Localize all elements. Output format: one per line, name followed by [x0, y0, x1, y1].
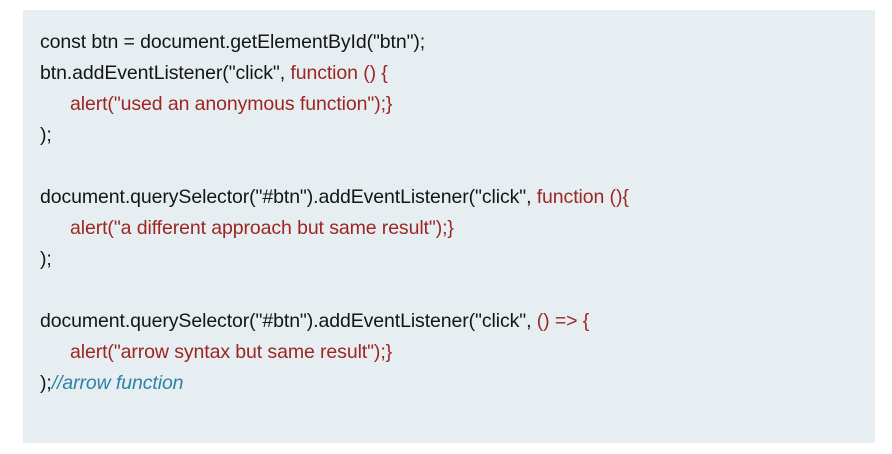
code-snippet-panel: const btn = document.getElementById("btn… [23, 10, 875, 443]
code-line-list: const btn = document.getElementById("btn… [40, 27, 875, 399]
code-token-plain: ); [40, 372, 52, 394]
code-token-plain: ); [40, 124, 52, 146]
code-token-plain: btn.addEventListener("click", [40, 62, 291, 84]
code-line: alert("used an anonymous function");} [40, 89, 875, 120]
code-line: alert("a different approach but same res… [40, 213, 875, 244]
code-line: document.querySelector("#btn").addEventL… [40, 306, 875, 337]
code-token-plain: const btn = document.getElementById("btn… [40, 31, 426, 53]
code-token-red: function (){ [536, 186, 629, 208]
code-token-red: alert("arrow syntax but same result");} [70, 341, 393, 363]
code-token-plain: ); [40, 248, 52, 270]
code-line: const btn = document.getElementById("btn… [40, 27, 875, 58]
code-token-plain: document.querySelector("#btn").addEventL… [40, 310, 537, 332]
code-token-red: alert("used an anonymous function");} [70, 93, 393, 115]
code-line-blank [40, 275, 875, 306]
code-token-comment: //arrow function [51, 372, 184, 394]
code-token-plain: document.querySelector("#btn").addEventL… [40, 186, 537, 208]
code-token-red: alert("a different approach but same res… [70, 217, 454, 239]
code-token-red: () => { [536, 310, 590, 332]
code-line-blank [40, 151, 875, 182]
code-line: ); [40, 120, 875, 151]
code-line: alert("arrow syntax but same result");} [40, 337, 875, 368]
code-line: );//arrow function [40, 368, 875, 399]
code-token-red: function () { [290, 62, 388, 84]
code-line: btn.addEventListener("click", function (… [40, 58, 875, 89]
code-line: document.querySelector("#btn").addEventL… [40, 182, 875, 213]
code-line: ); [40, 244, 875, 275]
